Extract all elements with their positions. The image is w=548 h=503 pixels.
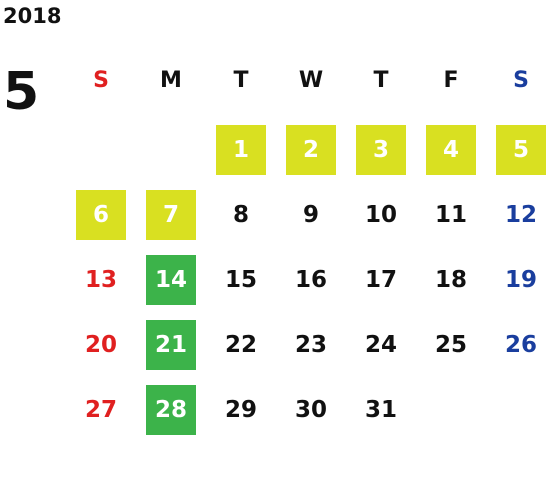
day-cell-4[interactable]: 4: [426, 125, 476, 175]
day-cell-18[interactable]: 18: [434, 267, 467, 293]
day-cell-6[interactable]: 6: [76, 190, 126, 240]
day-cell-22[interactable]: 22: [224, 332, 257, 358]
weekday-label: T: [373, 68, 389, 93]
year-label: 2018: [3, 4, 62, 28]
weekday-label: W: [298, 68, 324, 93]
day-cell-23[interactable]: 23: [294, 332, 327, 358]
weekday-label: T: [233, 68, 249, 93]
day-cell-7[interactable]: 7: [146, 190, 196, 240]
weekday-label: S: [93, 68, 109, 93]
day-cell-3[interactable]: 3: [356, 125, 406, 175]
day-cell-25[interactable]: 25: [434, 332, 467, 358]
day-cell-2[interactable]: 2: [286, 125, 336, 175]
day-cell-28[interactable]: 28: [146, 385, 196, 435]
day-cell-31[interactable]: 31: [364, 397, 397, 423]
day-cell-8[interactable]: 8: [232, 202, 249, 228]
day-cell-5[interactable]: 5: [496, 125, 546, 175]
day-cell-24[interactable]: 24: [364, 332, 397, 358]
day-cell-1[interactable]: 1: [216, 125, 266, 175]
weekday-label: S: [513, 68, 529, 93]
day-cell-19[interactable]: 19: [504, 267, 537, 293]
weekday-label: F: [443, 68, 459, 93]
day-cell-9[interactable]: 9: [302, 202, 319, 228]
day-cell-30[interactable]: 30: [294, 397, 327, 423]
day-cell-21[interactable]: 21: [146, 320, 196, 370]
day-cell-26[interactable]: 26: [504, 332, 537, 358]
day-cell-29[interactable]: 29: [224, 397, 257, 423]
day-cell-12[interactable]: 12: [504, 202, 537, 228]
month-number: 5: [3, 62, 40, 122]
day-cell-15[interactable]: 15: [224, 267, 257, 293]
day-cell-13[interactable]: 13: [84, 267, 117, 293]
day-cell-11[interactable]: 11: [434, 202, 467, 228]
day-cell-16[interactable]: 16: [294, 267, 327, 293]
day-cell-17[interactable]: 17: [364, 267, 397, 293]
day-cell-14[interactable]: 14: [146, 255, 196, 305]
day-cell-10[interactable]: 10: [364, 202, 397, 228]
day-cell-27[interactable]: 27: [84, 397, 117, 423]
weekday-label: M: [160, 68, 182, 93]
day-cell-20[interactable]: 20: [84, 332, 117, 358]
